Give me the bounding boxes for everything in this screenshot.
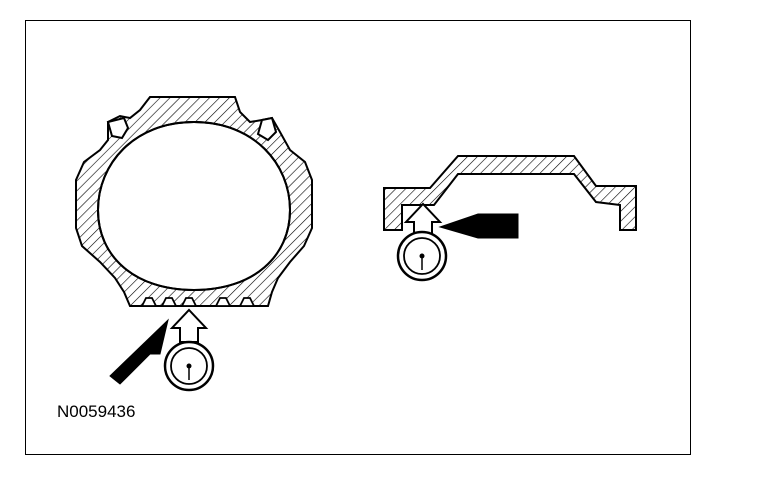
cap-body	[383, 155, 637, 231]
housing-bottom-notches	[140, 297, 256, 307]
figure-frame	[25, 20, 691, 455]
cap-section	[383, 155, 637, 231]
solid-arrow-icon	[438, 213, 519, 239]
left-pointer-arrow	[109, 318, 169, 385]
left-direction-arrow	[169, 308, 209, 343]
hollow-up-arrow-icon	[169, 308, 209, 343]
figure-id: N0059436	[57, 402, 136, 421]
right-dial-indicator	[396, 230, 448, 282]
solid-arrow-icon	[109, 318, 169, 385]
housing-right-lug	[256, 116, 278, 142]
housing-inner-bore	[96, 120, 292, 292]
left-dial-indicator	[163, 340, 215, 392]
round-housing-section	[75, 96, 313, 307]
right-pointer-arrow	[438, 213, 519, 239]
housing-left-lug	[106, 116, 130, 140]
